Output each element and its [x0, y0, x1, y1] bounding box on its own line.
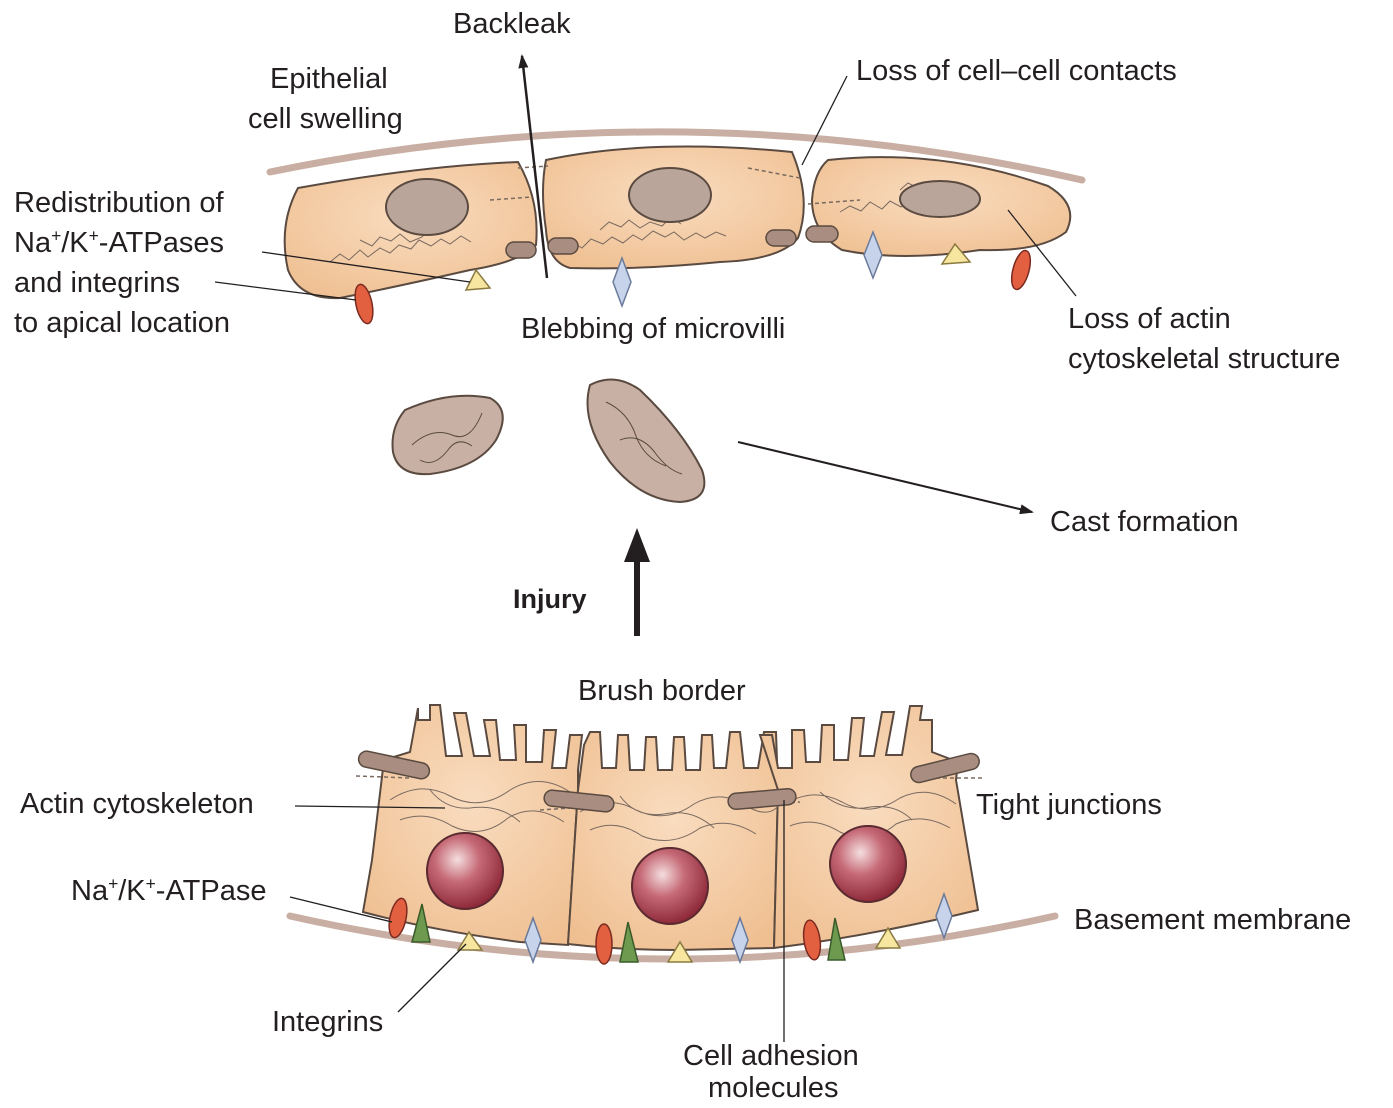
junction-fragment-3 — [766, 230, 796, 246]
dashed-junction-2 — [518, 166, 548, 168]
nucleus-healthy-2 — [632, 848, 708, 924]
atpase-marker-top-2 — [1008, 249, 1034, 292]
text-plus: + — [89, 225, 99, 245]
text-na: Na — [14, 227, 51, 259]
label-cell-adhesion-2: molecules — [708, 1068, 839, 1108]
text-plus: + — [51, 225, 61, 245]
junction-fragment-2 — [548, 238, 578, 254]
text-slash-k: /K — [118, 875, 145, 907]
label-actin-cytoskeleton: Actin cytoskeleton — [20, 784, 254, 824]
atpase-marker-2 — [596, 924, 612, 964]
leader-integrins — [398, 944, 466, 1012]
nucleus-damaged-3 — [900, 181, 980, 217]
label-na-k-atpase: Na+/K+-ATPase — [71, 871, 266, 911]
label-epithelial-swelling-1: Epithelial — [270, 59, 388, 99]
shed-cell-2 — [588, 380, 705, 502]
label-redistribution-4: to apical location — [14, 303, 230, 343]
text-na: Na — [71, 875, 108, 907]
label-integrins: Integrins — [272, 1002, 383, 1042]
label-redistribution-1: Redistribution of — [14, 183, 224, 223]
label-redistribution-2: Na+/K+-ATPases — [14, 223, 224, 263]
label-brush-border: Brush border — [578, 671, 746, 711]
label-loss-cell-contacts: Loss of cell–cell contacts — [856, 51, 1177, 91]
junction-fragment-1 — [506, 242, 536, 258]
label-redistribution-3: and integrins — [14, 263, 180, 303]
nucleus-healthy-1 — [427, 833, 503, 909]
integrin-marker-top-1 — [466, 270, 490, 290]
nucleus-damaged-2 — [629, 168, 711, 222]
label-cast-formation: Cast formation — [1050, 502, 1239, 542]
text-slash-k: /K — [61, 227, 88, 259]
shed-cell-1 — [393, 396, 503, 474]
text-plus: + — [108, 873, 118, 893]
nucleus-damaged-1 — [386, 179, 468, 235]
text-atpase: -ATPase — [156, 875, 267, 907]
injury-arrowhead — [624, 528, 650, 562]
leader-loss-contacts — [802, 76, 847, 165]
label-loss-actin-1: Loss of actin — [1068, 299, 1231, 339]
label-epithelial-swelling-2: cell swelling — [248, 99, 403, 139]
junction-fragment-4 — [806, 226, 838, 242]
cast-formation-arrow — [738, 442, 1032, 512]
label-backleak: Backleak — [453, 4, 571, 44]
label-loss-actin-2: cytoskeletal structure — [1068, 339, 1340, 379]
nucleus-healthy-3 — [830, 826, 906, 902]
label-tight-junctions: Tight junctions — [976, 785, 1162, 825]
label-injury: Injury — [513, 579, 587, 619]
label-basement-membrane: Basement membrane — [1074, 900, 1351, 940]
text-plus: + — [146, 873, 156, 893]
label-blebbing: Blebbing of microvilli — [521, 309, 785, 349]
text-atpases: -ATPases — [99, 227, 224, 259]
